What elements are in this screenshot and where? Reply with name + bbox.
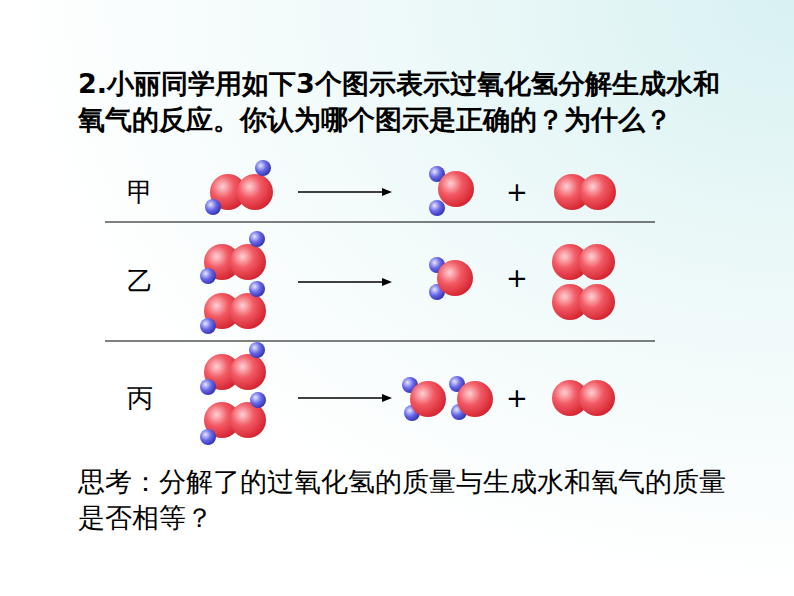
plus-sign: + [506, 177, 528, 207]
thinking-question: 思考：分解了的过氧化氢的质量与生成水和氧气的质量是否相等？ [78, 464, 748, 536]
row-separators [105, 222, 655, 341]
question-title: 2.小丽同学用如下3个图示表示过氧化氢分解生成水和氧气的反应。你认为哪个图示是正… [78, 66, 738, 138]
water-molecules [402, 166, 493, 421]
reaction-arrows [298, 188, 392, 402]
plus-sign: + [506, 263, 528, 293]
oxygen-molecules [552, 174, 616, 416]
hydrogen-peroxide-molecules [200, 160, 273, 445]
row-label: 乙 [127, 266, 153, 296]
row-label: 甲 [127, 177, 153, 207]
row-label: 丙 [127, 383, 153, 413]
plus-sign: + [506, 383, 528, 413]
